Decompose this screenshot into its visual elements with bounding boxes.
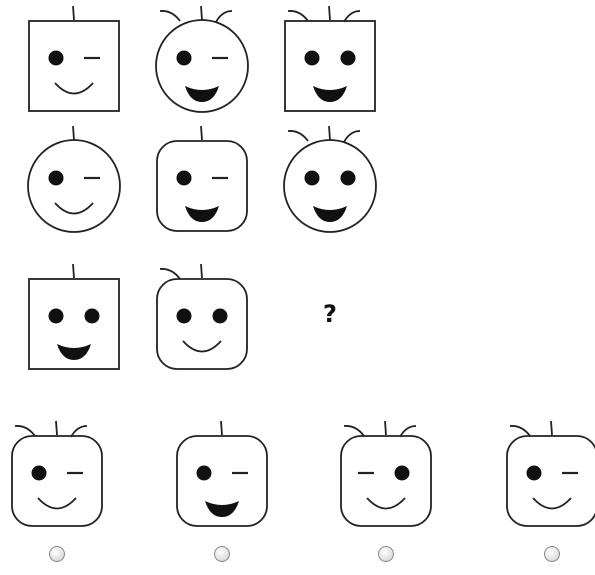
eye-dot-icon [49,51,64,66]
eye-dot-icon [177,51,192,66]
head-rounded-square [157,279,247,369]
grid-face-r1-c2 [156,6,248,112]
hair-strands-icon [201,126,202,140]
hair-strands-icon [73,126,74,140]
grid-face-r2-c2 [157,126,247,231]
option-3-radio[interactable] [378,546,394,562]
grid-face-r3-c1 [29,264,119,369]
hair-strands-icon [221,421,222,435]
hair-strands-icon [73,264,74,278]
head-rounded-square [507,436,595,526]
hair-strands-icon [510,421,552,436]
option-face-2[interactable] [177,421,267,526]
grid-face-r1-c3 [285,6,375,111]
grid-face-r3-c2 [157,264,247,369]
eye-dot-icon [527,466,542,481]
grid-face-r2-c1 [28,126,120,232]
hair-strands-icon [73,6,74,20]
option-1-radio[interactable] [49,546,65,562]
eye-dot-icon [49,171,64,186]
grid-face-r2-c3 [284,126,376,232]
option-face-4[interactable] [507,421,595,526]
option-face-3[interactable] [341,421,431,526]
eye-dot-icon [177,309,192,324]
eye-dot-icon [395,466,410,481]
head-square [29,21,119,111]
head-rounded-square [341,436,431,526]
eye-dot-icon [341,171,356,186]
eye-dot-icon [213,309,228,324]
head-circle [28,140,120,232]
hair-strands-icon [15,421,87,437]
eye-dot-icon [305,171,320,186]
eye-dot-icon [341,51,356,66]
grid-face-r1-c1 [29,6,119,111]
eye-dot-icon [32,466,47,481]
option-2-radio[interactable] [214,546,230,562]
hair-strands-icon [160,264,202,279]
head-rounded-square [12,436,102,526]
option-4-radio[interactable] [544,546,560,562]
eye-dot-icon [197,466,212,481]
option-face-1[interactable] [12,421,102,526]
eye-dot-icon [177,171,192,186]
hair-strands-icon [344,421,416,437]
eye-dot-icon [85,309,100,324]
eye-dot-icon [305,51,320,66]
eye-dot-icon [49,309,64,324]
missing-face-question-mark: ? [318,300,342,328]
hair-strands-icon [288,6,360,22]
